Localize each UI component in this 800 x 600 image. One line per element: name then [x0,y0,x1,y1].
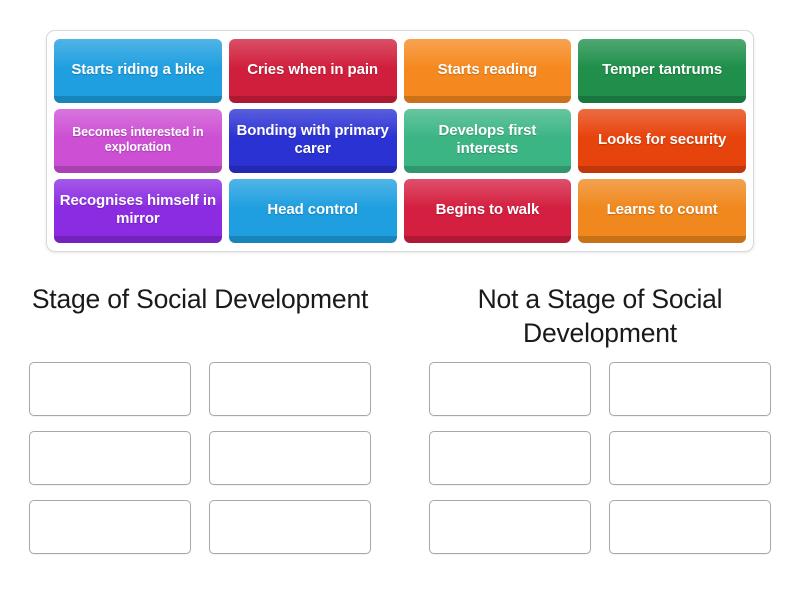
drop-slot[interactable] [429,500,591,554]
bucket-drop-zones-left [0,362,400,554]
draggable-tile[interactable]: Bonding with primary carer [228,109,397,173]
draggable-tile[interactable]: Looks for security [578,109,746,173]
tile-label: Looks for security [598,131,727,149]
tile-label: Starts reading [437,61,538,79]
draggable-tile[interactable]: Starts riding a bike [54,39,222,103]
drop-slot[interactable] [609,431,771,485]
drop-slot[interactable] [29,362,191,416]
draggable-tile[interactable]: Develops first interests [403,109,572,173]
drop-zone-area [0,362,800,554]
tile-label: Temper tantrums [602,61,723,79]
draggable-tile[interactable]: Recognises himself in mirror [54,179,222,243]
drop-slot[interactable] [29,431,191,485]
tile-label: Develops first interests [438,122,537,157]
tile-label: Head control [267,201,358,219]
drop-slot[interactable] [209,431,371,485]
draggable-tile[interactable]: Starts reading [403,39,572,103]
draggable-tile[interactable]: Becomes interested in exploration [54,109,222,173]
tile-tray-grid: Starts riding a bike Cries when in pain … [54,39,746,243]
tile-label: Begins to walk [435,201,540,219]
draggable-tile[interactable]: Head control [228,179,397,243]
drop-slot[interactable] [609,500,771,554]
tile-label: Cries when in pain [247,61,378,79]
drop-slot[interactable] [209,362,371,416]
draggable-tile[interactable]: Cries when in pain [228,39,397,103]
drop-slot[interactable] [609,362,771,416]
bucket-heading-right: Not a Stage of Social Development [400,282,800,351]
draggable-tile[interactable]: Begins to walk [403,179,572,243]
bucket-title: Stage of Social Development [31,284,369,314]
drop-slot[interactable] [429,431,591,485]
tile-label: Learns to count [606,201,718,219]
bucket-heading-left: Stage of Social Development [0,282,400,351]
drop-slot[interactable] [29,500,191,554]
draggable-tile[interactable]: Temper tantrums [578,39,746,103]
tile-tray: Starts riding a bike Cries when in pain … [46,30,754,252]
tile-label: Becomes interested in exploration [72,125,204,154]
bucket-headings: Stage of Social Development Not a Stage … [0,282,800,351]
drop-slot[interactable] [209,500,371,554]
bucket-title: Not a Stage of Social Development [477,284,723,349]
draggable-tile[interactable]: Learns to count [578,179,746,243]
tile-label: Starts riding a bike [71,61,205,79]
drop-slot[interactable] [429,362,591,416]
tile-label: Recognises himself in mirror [59,192,217,227]
tile-label: Bonding with primary carer [236,122,389,157]
bucket-drop-zones-right [400,362,800,554]
